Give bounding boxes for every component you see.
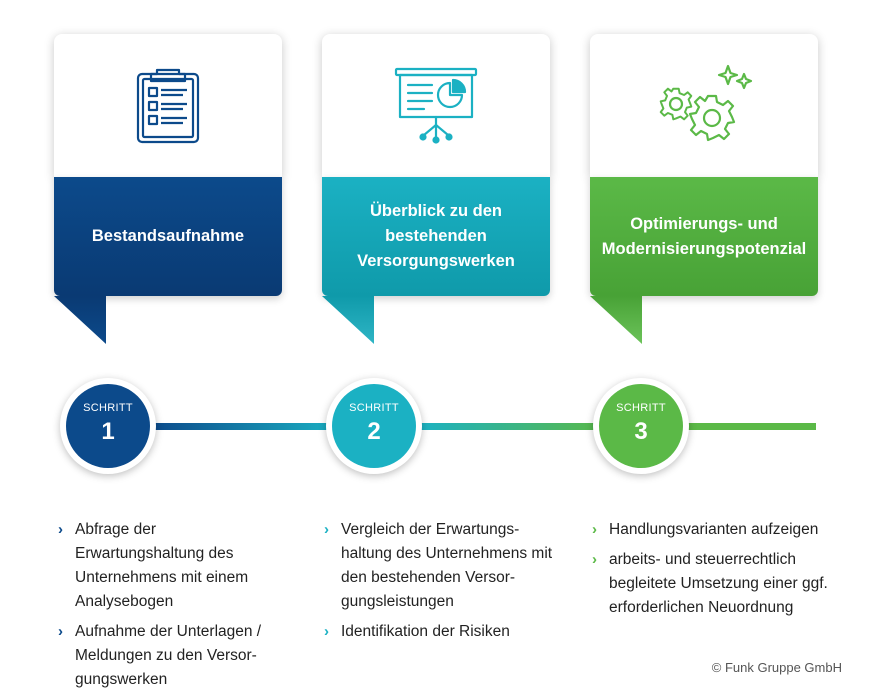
chevron-right-icon: › — [324, 623, 329, 640]
step-card-2: Überblick zu den bestehenden Versorgungs… — [322, 34, 550, 296]
copyright-text: © Funk Gruppe GmbH — [711, 660, 842, 675]
chevron-right-icon: › — [58, 623, 63, 640]
list-item: ›Identifikation der Risiken — [324, 620, 564, 644]
card-pointer — [54, 296, 106, 344]
card-icon-area — [54, 34, 282, 177]
step-number: 1 — [101, 418, 115, 445]
chevron-right-icon: › — [324, 521, 329, 538]
list-item: ›Aufnahme der Unterlagen / Meldungen zu … — [58, 620, 288, 691]
step-label: SCHRITT — [349, 402, 399, 414]
bullet-list-1: ›Abfrage der Erwartungshaltung des Unter… — [58, 518, 288, 691]
step-circle-2: SCHRITT 2 — [326, 378, 422, 474]
timeline-segment — [418, 423, 608, 430]
step-card-1: Bestandsaufnahme — [54, 34, 282, 296]
card-icon-area — [322, 34, 550, 177]
card-pointer — [322, 296, 374, 344]
bullet-list-3: ›Handlungsvarianten aufzeigen ›arbeits- … — [592, 518, 842, 626]
step-circle-1: SCHRITT 1 — [60, 378, 156, 474]
step-title: Optimierungs- und Modernisierungspotenzi… — [590, 177, 818, 296]
gears-sparkle-icon — [659, 64, 753, 141]
step-title: Bestandsaufnahme — [54, 177, 282, 296]
clipboard-checklist-icon — [136, 68, 200, 143]
step-circle-3: SCHRITT 3 — [593, 378, 689, 474]
list-item: ›Abfrage der Erwartungshaltung des Unter… — [58, 518, 288, 614]
list-item: ›arbeits- und steuerrechtlich begleitete… — [592, 548, 842, 620]
chevron-right-icon: › — [592, 521, 597, 538]
step-card-3: Optimierungs- und Modernisierungspotenzi… — [590, 34, 818, 296]
card-pointer — [590, 296, 642, 344]
card-icon-area — [590, 34, 818, 177]
step-title: Überblick zu den bestehenden Versorgungs… — [322, 177, 550, 296]
list-item: ›Vergleich der Erwartungs- haltung des U… — [324, 518, 564, 614]
step-label: SCHRITT — [83, 402, 133, 414]
chevron-right-icon: › — [58, 521, 63, 538]
step-number: 3 — [634, 418, 648, 445]
timeline-segment — [150, 423, 340, 430]
bullet-list-2: ›Vergleich der Erwartungs- haltung des U… — [324, 518, 564, 650]
chevron-right-icon: › — [592, 551, 597, 568]
step-label: SCHRITT — [616, 402, 666, 414]
presentation-board-icon — [394, 67, 478, 144]
timeline-segment — [686, 423, 816, 430]
step-number: 2 — [367, 418, 381, 445]
list-item: ›Handlungsvarianten aufzeigen — [592, 518, 842, 542]
